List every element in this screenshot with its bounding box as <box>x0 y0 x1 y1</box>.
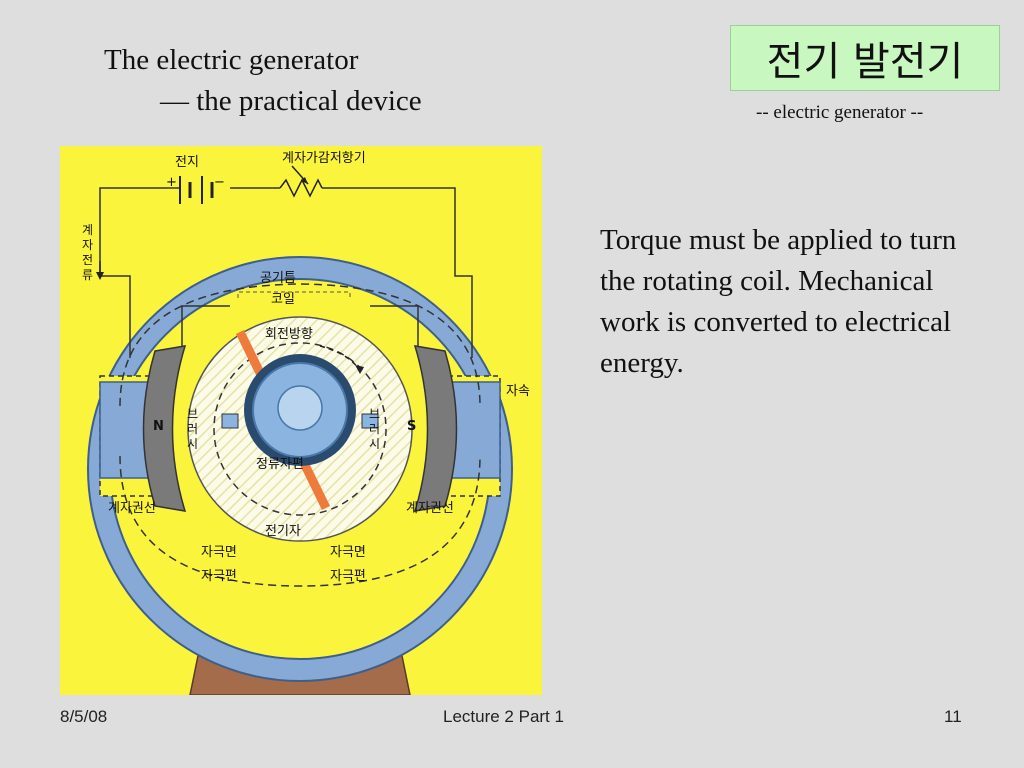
label-plus: + <box>166 175 177 190</box>
brush-right <box>361 413 379 429</box>
label-brush-left-3: 시 <box>187 437 198 451</box>
label-rotation: 회전방향 <box>265 327 313 342</box>
label-brush-right-3: 시 <box>369 437 380 451</box>
label-brush-right-2: 러 <box>369 422 380 436</box>
label-brush-left-1: 브 <box>187 407 198 421</box>
generator-diagram: 전지 + − 계자가감저항기 계 자 전 류 공기틈 코일 회전방향 브 러 시… <box>60 146 542 695</box>
label-pole-face-left: 자극면 <box>201 545 237 560</box>
label-pole-piece-right: 자극편 <box>330 569 366 584</box>
label-pole-piece-left: 자극편 <box>201 569 237 584</box>
label-field-winding-left: 계자권선 <box>108 501 156 516</box>
label-armature: 전기자 <box>265 524 301 539</box>
slide-body-text: Torque must be applied to turn the rotat… <box>600 224 957 379</box>
footer-lecture: Lecture 2 Part 1 <box>443 707 564 726</box>
slide-title-line1: The electric generator <box>104 44 359 76</box>
label-pole-face-right: 자극면 <box>330 545 366 560</box>
label-coil: 코일 <box>271 292 295 307</box>
flux-line-top <box>119 283 481 407</box>
label-pole-n: N <box>153 419 164 434</box>
korean-title-box: 전기 발전기 <box>730 25 1000 91</box>
korean-title: 전기 발전기 <box>766 39 964 85</box>
rotation-arrow-icon <box>355 365 364 374</box>
korean-subtitle: -- electric generator -- <box>756 102 924 123</box>
label-field-current-3: 전 <box>82 253 93 267</box>
label-rheostat: 계자가감저항기 <box>282 151 366 166</box>
label-field-current-2: 자 <box>82 238 93 252</box>
slide-title-line2: — the practical device <box>160 85 422 117</box>
label-pole-s: S <box>407 419 416 434</box>
label-field-current-1: 계 <box>82 223 93 237</box>
pole-shoe-left <box>142 345 187 512</box>
flux-line-bottom <box>119 455 481 587</box>
label-minus: − <box>214 175 225 190</box>
label-brush-left-2: 러 <box>187 422 198 436</box>
shaft <box>277 385 323 431</box>
label-battery: 전지 <box>175 155 199 170</box>
label-field-winding-right: 계자권선 <box>406 501 454 516</box>
pole-shoe-right <box>413 345 458 512</box>
field-current-arrow-icon <box>96 272 104 280</box>
label-field-current-4: 류 <box>82 268 93 282</box>
footer-date: 8/5/08 <box>60 707 108 726</box>
label-flux: 자속 <box>506 384 530 399</box>
footer-page-number: 11 <box>944 707 962 726</box>
brush-left <box>221 413 239 429</box>
label-brush-right-1: 브 <box>369 407 380 421</box>
label-commutator: 정류자편 <box>256 457 304 472</box>
label-air-gap: 공기틈 <box>260 271 296 286</box>
